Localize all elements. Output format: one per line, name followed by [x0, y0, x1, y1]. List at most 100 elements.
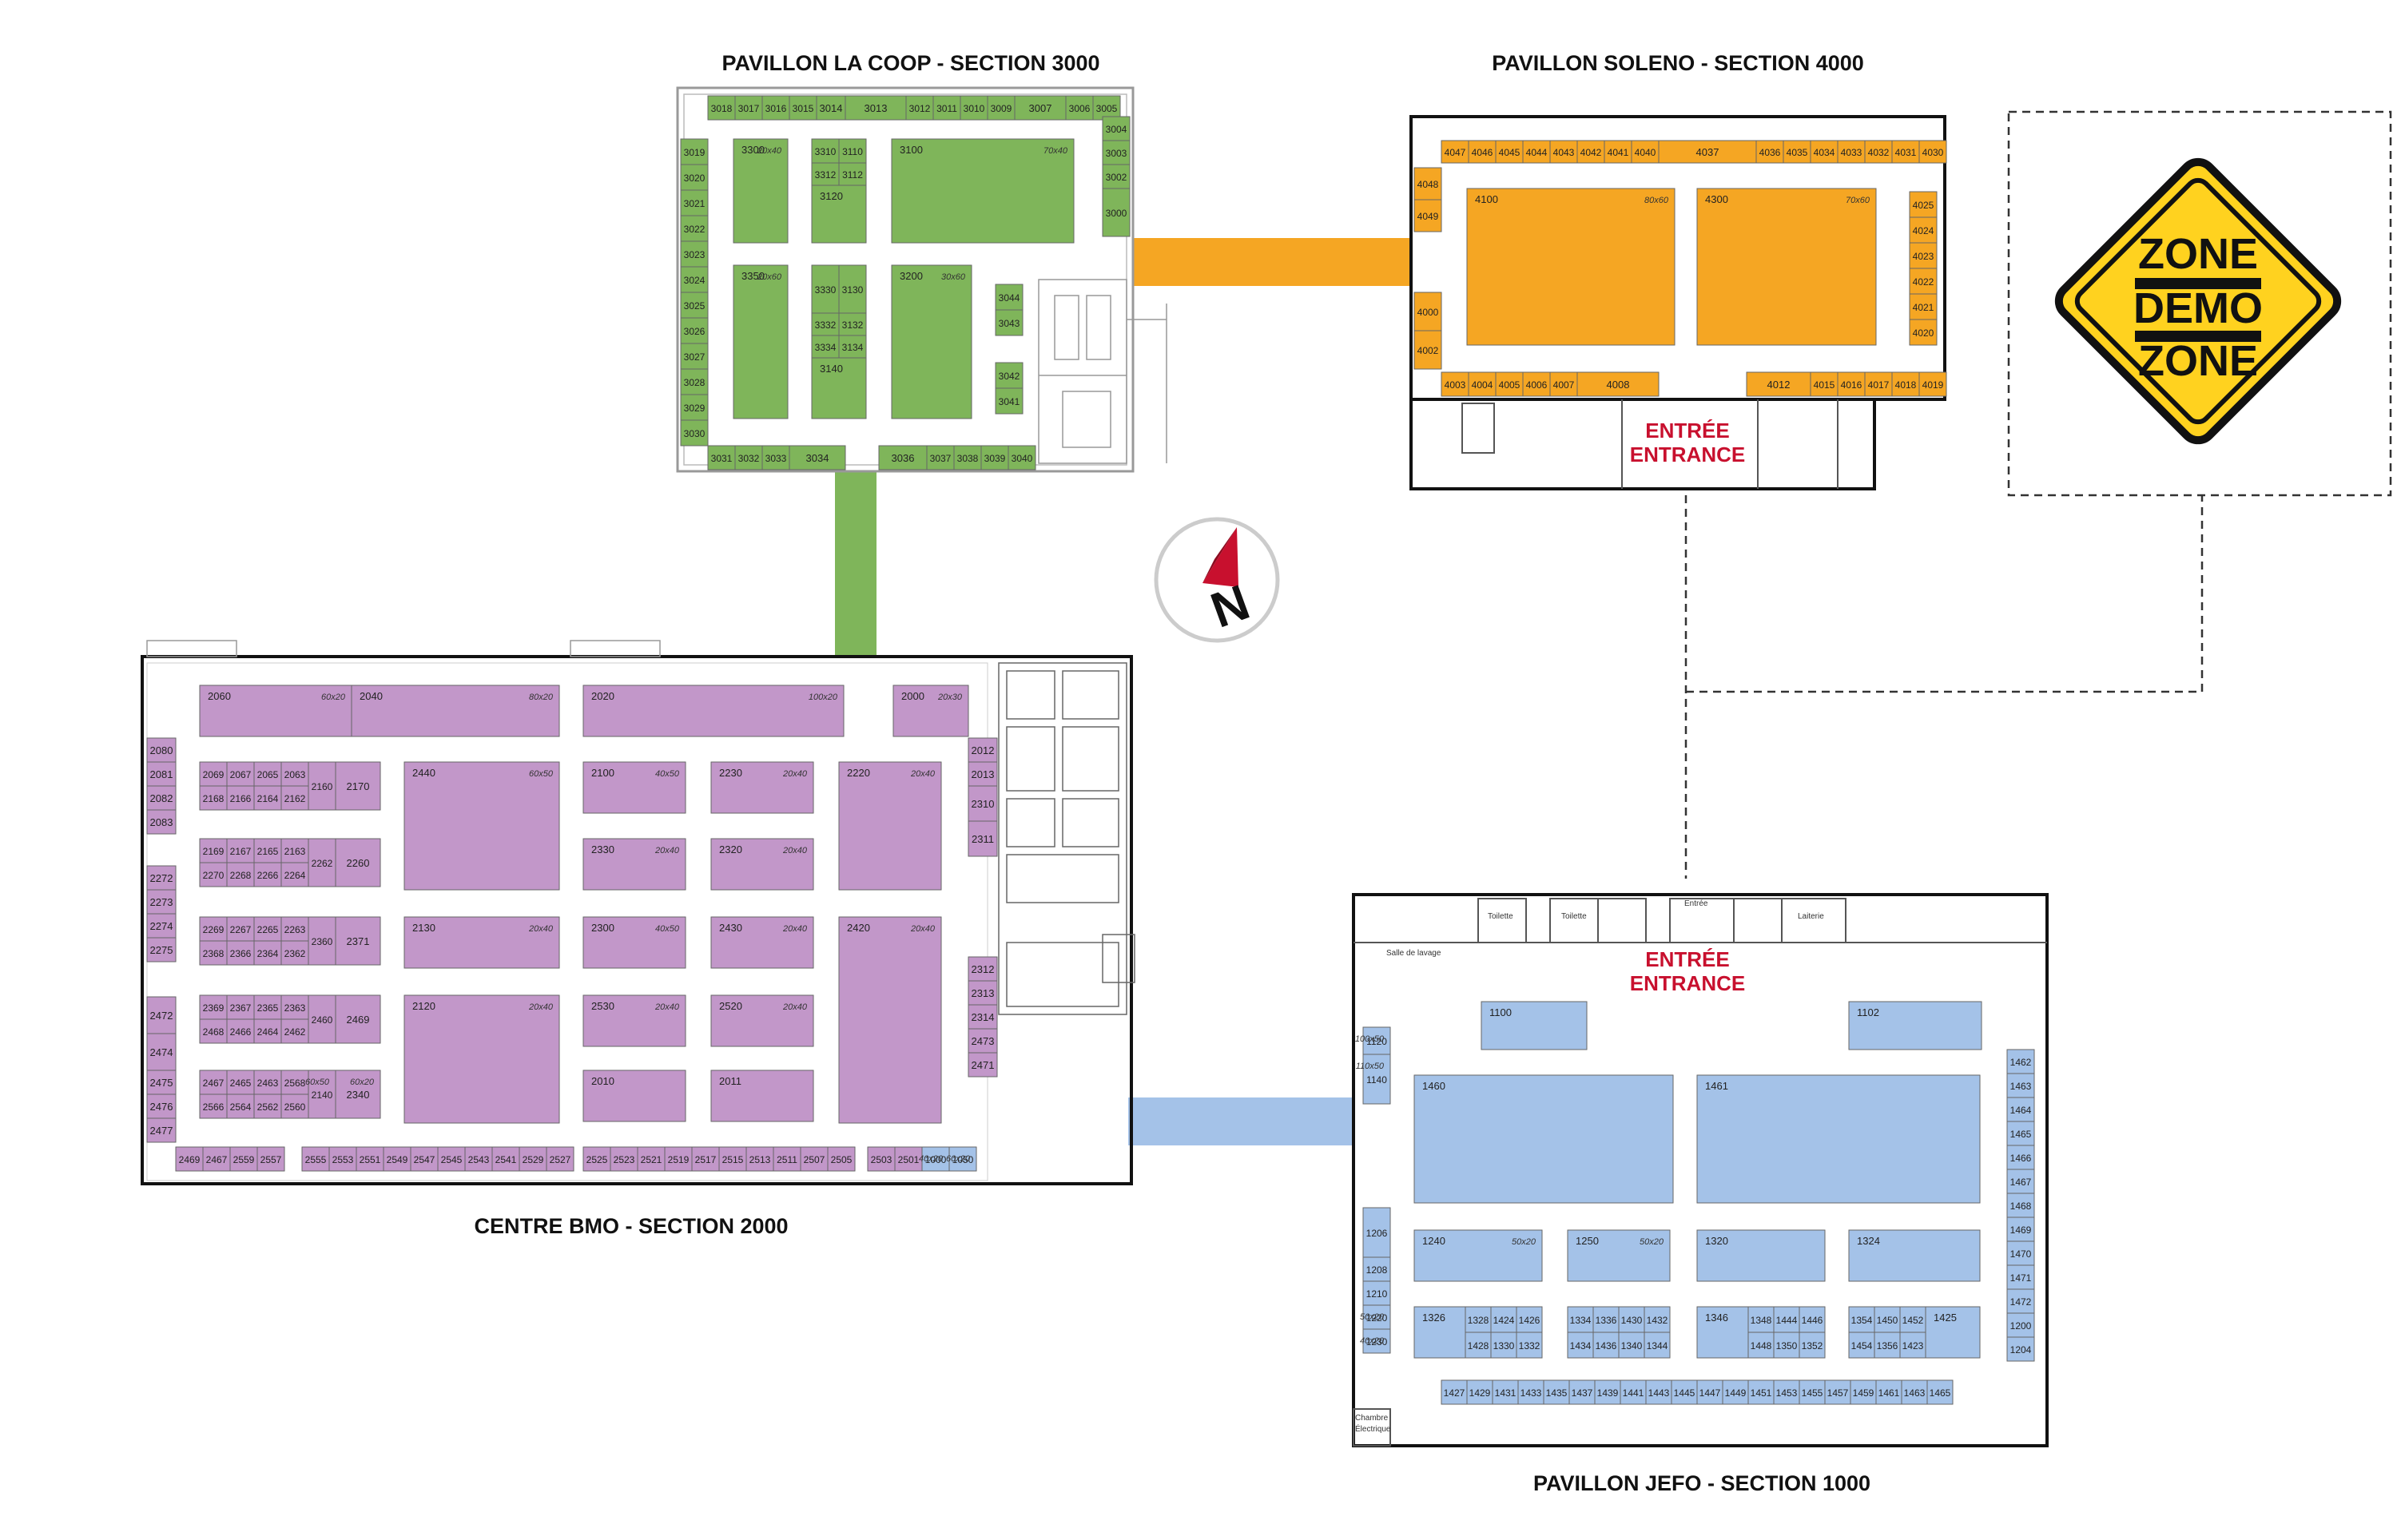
- booth-3132[interactable]: [838, 312, 867, 336]
- booth-1330[interactable]: [1490, 1332, 1517, 1359]
- booth-1452[interactable]: [1899, 1306, 1926, 1333]
- booth-1230[interactable]: [1362, 1328, 1391, 1354]
- booth-1240[interactable]: [1413, 1229, 1543, 1282]
- booth-2469[interactable]: [335, 994, 381, 1044]
- booth-1461[interactable]: [1875, 1379, 1902, 1405]
- booth-3009[interactable]: [987, 95, 1016, 121]
- booth-4042[interactable]: [1576, 140, 1605, 164]
- booth-2564[interactable]: [226, 1093, 255, 1119]
- booth-2507[interactable]: [800, 1146, 829, 1172]
- booth-2519[interactable]: [664, 1146, 693, 1172]
- booth-2340[interactable]: [335, 1070, 381, 1119]
- booth-2272[interactable]: [146, 865, 177, 891]
- booth-2440[interactable]: [403, 761, 560, 891]
- booth-2543[interactable]: [464, 1146, 493, 1172]
- booth-2270[interactable]: [199, 862, 228, 887]
- booth-1457[interactable]: [1824, 1379, 1851, 1405]
- booth-1459[interactable]: [1850, 1379, 1877, 1405]
- booth-1102[interactable]: [1848, 1001, 1982, 1050]
- booth-2566[interactable]: [199, 1093, 228, 1119]
- booth-1200[interactable]: [2006, 1312, 2035, 1338]
- booth-1469[interactable]: [2006, 1217, 2035, 1242]
- booth-2140[interactable]: [308, 1070, 336, 1119]
- booth-1434[interactable]: [1567, 1332, 1594, 1359]
- booth-2067[interactable]: [226, 761, 255, 787]
- booth-2468[interactable]: [199, 1018, 228, 1044]
- booth-1468[interactable]: [2006, 1193, 2035, 1218]
- booth-2527[interactable]: [546, 1146, 574, 1172]
- booth-2164[interactable]: [253, 785, 282, 811]
- booth-2264[interactable]: [280, 862, 309, 887]
- booth-2462[interactable]: [280, 1018, 309, 1044]
- booth-1346[interactable]: [1696, 1306, 1749, 1359]
- booth-2369[interactable]: [199, 994, 228, 1020]
- booth-2170[interactable]: [335, 761, 381, 811]
- booth-1448[interactable]: [1747, 1332, 1775, 1359]
- booth-2560[interactable]: [280, 1093, 309, 1119]
- booth-1471[interactable]: [2006, 1264, 2035, 1290]
- booth-2541[interactable]: [491, 1146, 520, 1172]
- booth-4049[interactable]: [1413, 199, 1442, 232]
- booth-4031[interactable]: [1891, 140, 1920, 164]
- booth-4037[interactable]: [1658, 140, 1757, 164]
- booth-4043[interactable]: [1549, 140, 1578, 164]
- booth-3034[interactable]: [789, 445, 846, 470]
- booth-3027[interactable]: [680, 343, 709, 370]
- booth-3030[interactable]: [680, 419, 709, 447]
- booth-3014[interactable]: [816, 95, 846, 121]
- booth-2474[interactable]: [146, 1033, 177, 1071]
- booth-1344[interactable]: [1644, 1332, 1671, 1359]
- booth-2082[interactable]: [146, 785, 177, 811]
- booth-4040[interactable]: [1631, 140, 1660, 164]
- booth-2130[interactable]: [403, 916, 560, 969]
- booth-2511[interactable]: [773, 1146, 801, 1172]
- booth-3028[interactable]: [680, 368, 709, 395]
- booth-2220[interactable]: [838, 761, 942, 891]
- booth-3003[interactable]: [1102, 140, 1131, 165]
- booth-1446[interactable]: [1799, 1306, 1826, 1333]
- booth-2120[interactable]: [403, 994, 560, 1124]
- booth-2011[interactable]: [710, 1070, 814, 1122]
- booth-2230[interactable]: [710, 761, 814, 814]
- booth-3110[interactable]: [838, 138, 867, 164]
- booth-1120[interactable]: [1362, 1026, 1391, 1055]
- booth-2557[interactable]: [256, 1146, 285, 1172]
- booth-1461[interactable]: [1696, 1074, 1981, 1204]
- booth-2521[interactable]: [637, 1146, 666, 1172]
- booth-1463[interactable]: [1901, 1379, 1928, 1405]
- booth-1320[interactable]: [1696, 1229, 1826, 1282]
- booth-1000[interactable]: [921, 1146, 950, 1172]
- booth-1204[interactable]: [2006, 1336, 2035, 1362]
- booth-3042[interactable]: [995, 362, 1024, 389]
- booth-2371[interactable]: [335, 916, 381, 966]
- booth-2520[interactable]: [710, 994, 814, 1047]
- booth-3044[interactable]: [995, 284, 1024, 311]
- booth-3043[interactable]: [995, 309, 1024, 336]
- booth-2260[interactable]: [335, 838, 381, 887]
- booth-1431[interactable]: [1492, 1379, 1519, 1405]
- booth-2420[interactable]: [838, 916, 942, 1124]
- booth-2549[interactable]: [383, 1146, 411, 1172]
- booth-2366[interactable]: [226, 940, 255, 966]
- booth-2162[interactable]: [280, 785, 309, 811]
- booth-2430[interactable]: [710, 916, 814, 969]
- booth-1426[interactable]: [1516, 1306, 1543, 1333]
- booth-2083[interactable]: [146, 809, 177, 835]
- booth-1466[interactable]: [2006, 1145, 2035, 1170]
- booth-1465[interactable]: [1926, 1379, 1954, 1405]
- booth-2477[interactable]: [146, 1117, 177, 1143]
- booth-2547[interactable]: [410, 1146, 439, 1172]
- booth-2010[interactable]: [582, 1070, 686, 1122]
- booth-3130[interactable]: [838, 264, 867, 314]
- booth-1332[interactable]: [1516, 1332, 1543, 1359]
- booth-1220[interactable]: [1362, 1304, 1391, 1330]
- booth-3334[interactable]: [811, 335, 840, 359]
- booth-4046[interactable]: [1468, 140, 1497, 164]
- booth-2081[interactable]: [146, 761, 177, 787]
- booth-1206[interactable]: [1362, 1207, 1391, 1258]
- booth-2530[interactable]: [582, 994, 686, 1047]
- booth-3300[interactable]: [733, 138, 789, 244]
- booth-1050[interactable]: [948, 1146, 977, 1172]
- booth-2262[interactable]: [308, 838, 336, 887]
- booth-2100[interactable]: [582, 761, 686, 814]
